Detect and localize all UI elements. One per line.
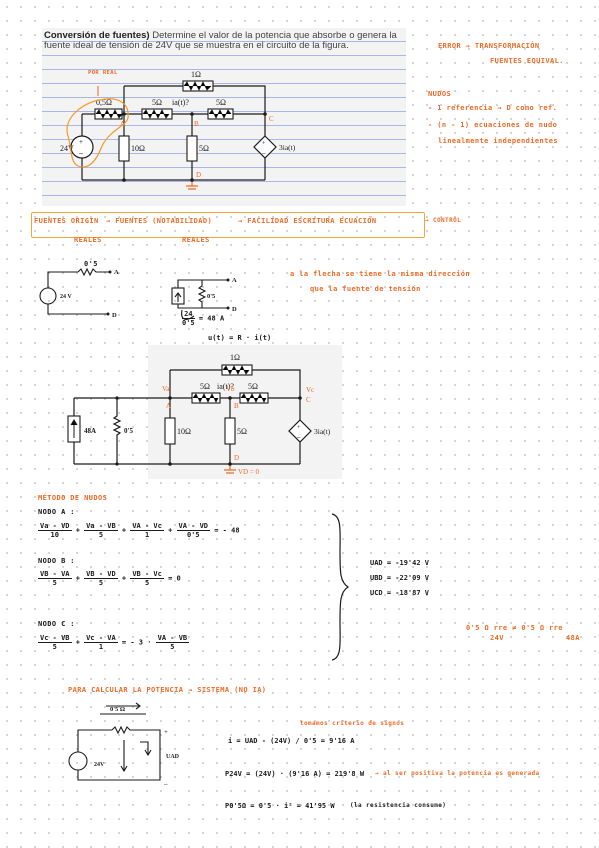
nodo-c-label: NODO C : — [38, 620, 75, 628]
c2-ia: ia(t)? — [217, 382, 234, 391]
power-eq-resistor-note: (la resistencia consume) — [350, 802, 447, 809]
c1-r5b-label: 5Ω — [216, 98, 226, 107]
conv-d2: D — [232, 306, 237, 313]
conv-a: A — [114, 269, 119, 276]
banner-d: → CONTROL — [425, 217, 462, 224]
c1-r05-label: 0,5Ω — [96, 98, 112, 107]
c1-v24: 24V — [60, 144, 74, 153]
svg-text:+: + — [79, 138, 83, 146]
solution-ucd: UCD = -18'87 V — [370, 589, 430, 597]
power-eq-source: P24V = (24V) · (9'16 A) = 219'8 W — [225, 770, 365, 778]
banner-b2: REALES — [182, 236, 210, 244]
note-n1: - (n - 1) ecuaciones de nudo — [428, 121, 558, 129]
conv-d: D — [112, 312, 117, 319]
c1-dep: 3ia(t) — [279, 143, 296, 152]
c2-node-d: D — [234, 454, 239, 462]
c1-node-c: C — [269, 115, 274, 123]
por-real-note: POR REAL — [88, 70, 118, 76]
power-v24: 24V — [94, 762, 105, 768]
circuit-figure-1: + – + – 1Ω 0,5Ω 5Ω ia(t)? 5Ω A B C D 24V… — [60, 70, 296, 190]
power-title: PARA CALCULAR LA POTENCIA → SISTEMA (NO … — [68, 686, 267, 694]
c2-vb: Vb — [226, 385, 235, 393]
compare-note: 0'5 Ω rre ≠ 0'5 Ω rre — [466, 624, 563, 632]
voltage-source-symbol — [70, 135, 94, 159]
circuit-figure-2: + – 1Ω Va 5Ω ia(t)? Vb 5Ω Vc A B C 48A 0… — [67, 353, 331, 476]
c2-r5c: 5Ω — [237, 427, 247, 436]
compare-24v: 24V — [490, 634, 504, 642]
c2-dep: 3ia(t) — [314, 427, 331, 436]
nodo-a-label: NODO A : — [38, 508, 75, 516]
note-error: ERROR → TRANSFORMACIÓN — [438, 42, 540, 50]
problem-title: Conversión de fuentes) — [44, 30, 150, 41]
note-fuentes-equival: FUENTES EQUIVAL. — [490, 57, 564, 65]
svg-text:+: + — [164, 728, 168, 736]
conv-law: u(t) = R · i(t) — [208, 334, 272, 342]
c1-node-b: B — [194, 120, 199, 128]
c2-r1: 1Ω — [230, 353, 240, 362]
conv-r05: 0'5 — [84, 260, 98, 268]
system-brace — [331, 513, 350, 661]
compare-48a: 48A — [566, 634, 580, 642]
solution-ubd: UBD = -22'09 V — [370, 574, 430, 582]
solution-uad: UAD = -19'42 V — [370, 559, 430, 567]
c2-node-a: A — [166, 402, 171, 410]
nodes-title: MÉTODO DE NUDOS — [38, 494, 108, 502]
power-uad: UAD — [166, 754, 180, 760]
c1-r5c: 5Ω — [199, 144, 209, 153]
conv-v24: 24 V — [60, 294, 72, 300]
power-r05: 0'5 Ω — [110, 706, 125, 713]
svg-text:–: – — [261, 149, 266, 157]
svg-text:+: + — [262, 141, 266, 147]
conv-a2: A — [232, 277, 237, 284]
power-eq-resistor: P0'5Ω = 0'5 · i² = 41'95 W — [225, 802, 335, 810]
power-eq-current: i = UAD - (24V) / 0'5 = 9'16 A — [228, 737, 355, 745]
c2-i48: 48A — [84, 427, 96, 435]
c1-r1-label: 1Ω — [191, 70, 201, 79]
note-nudos: NUDOS — [428, 90, 452, 98]
conv-note2: que la fuente de tensión — [310, 285, 421, 293]
c1-r10: 10Ω — [131, 144, 145, 153]
svg-text:–: – — [163, 780, 168, 788]
c1-node-a: A — [120, 120, 125, 128]
svg-text:–: – — [296, 433, 301, 441]
c2-vd: VD = 0 — [238, 468, 260, 476]
note-ref: - 1 referencia → D como ref. — [428, 104, 558, 112]
conv-r05b: 0'5 — [207, 293, 216, 300]
banner-a: FUENTES ORIGIN — [34, 217, 99, 225]
svg-text:–: – — [78, 148, 84, 157]
c1-r5a-label: 5Ω — [152, 98, 162, 107]
note-indep: linealmente independientes — [438, 137, 558, 145]
problem-text: Determine el valor de la potencia que ab… — [44, 30, 397, 51]
c2-va: Va — [162, 385, 170, 393]
nodo-b-label: NODO B : — [38, 557, 75, 565]
c1-ia-label: ia(t)? — [172, 98, 189, 107]
c2-node-b: B — [234, 402, 239, 410]
conv-note1: a la flecha se tiene la misma dirección — [290, 270, 470, 278]
banner-c: → FACILIDAD ESCRITURA ECUACIÓN — [238, 217, 377, 225]
c2-r5a: 5Ω — [200, 382, 210, 391]
c2-node-c: C — [306, 396, 311, 404]
banner-b: → FUENTES (NOTABILIDAD) — [106, 217, 213, 225]
c2-r05: 0'5 — [124, 427, 133, 435]
svg-text:+: + — [297, 425, 301, 431]
c2-r5b: 5Ω — [248, 382, 258, 391]
c1-node-d: D — [196, 171, 201, 179]
problem-statement: Conversión de fuentes) Determine el valo… — [44, 31, 400, 51]
power-eq-source-note: → al ser positiva la potencia es generad… — [375, 770, 540, 777]
c2-r10: 10Ω — [177, 427, 191, 436]
power-sketch: 0'5 Ω 24V UAD + – — [68, 702, 180, 788]
c2-vc: Vc — [306, 386, 314, 394]
banner-a2: REALES — [74, 236, 102, 244]
power-sign-note: tomamos criterio de signos — [300, 720, 405, 727]
conversion-sketch: 0'5 A 24 V D A 0'5 D — [39, 260, 237, 320]
banner-box — [31, 212, 425, 238]
